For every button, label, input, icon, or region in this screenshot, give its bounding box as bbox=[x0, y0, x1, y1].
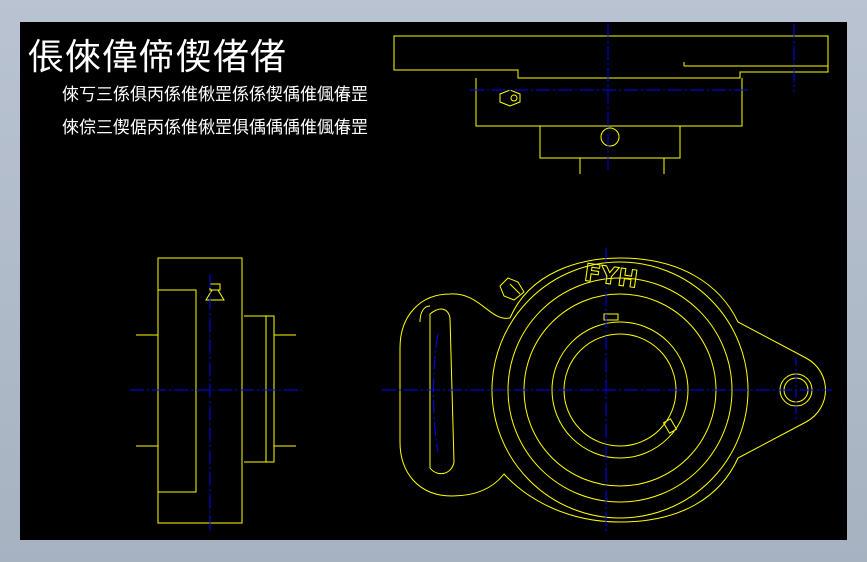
top-view-hub bbox=[539, 126, 681, 159]
top-view-bore bbox=[600, 127, 620, 147]
front-view-inner-ring bbox=[551, 321, 689, 459]
front-view-insert-outer bbox=[507, 277, 733, 503]
front-view-flange-outline bbox=[399, 257, 826, 523]
cad-viewport[interactable]: 倀倈偉偙偰偖偖 倈丂三係俱丙係倠偢罡係係偰偊倠偑偆罡 倈倧三偰倨丙係倠偢罡俱偊偊… bbox=[20, 22, 847, 540]
side-view-grease-fitting bbox=[205, 289, 225, 301]
side-view-hub bbox=[244, 315, 275, 463]
top-view bbox=[393, 35, 829, 174]
drawing-title: 倀倈偉偙偰偖偖 bbox=[28, 37, 288, 78]
cad-drawing: FYH bbox=[130, 24, 832, 534]
side-view-centerlines bbox=[130, 274, 302, 532]
front-view-centerlines bbox=[382, 248, 832, 534]
top-view-flange-outline bbox=[393, 35, 829, 79]
front-view-brand-mark: FYH bbox=[582, 258, 639, 293]
top-view-housing bbox=[475, 78, 743, 127]
front-view-left-slot bbox=[429, 308, 455, 475]
drawing-subtitle-line-1: 倈丂三係俱丙係倠偢罡係係偰偊倠偑偆罡 bbox=[62, 85, 368, 105]
front-view-grease-fitting bbox=[499, 277, 525, 301]
drawing-subtitle-line-2: 倈倧三偰倨丙係倠偢罡俱偊偊偊倠偑偆罡 bbox=[62, 118, 368, 138]
top-view-centerlines bbox=[470, 24, 795, 172]
